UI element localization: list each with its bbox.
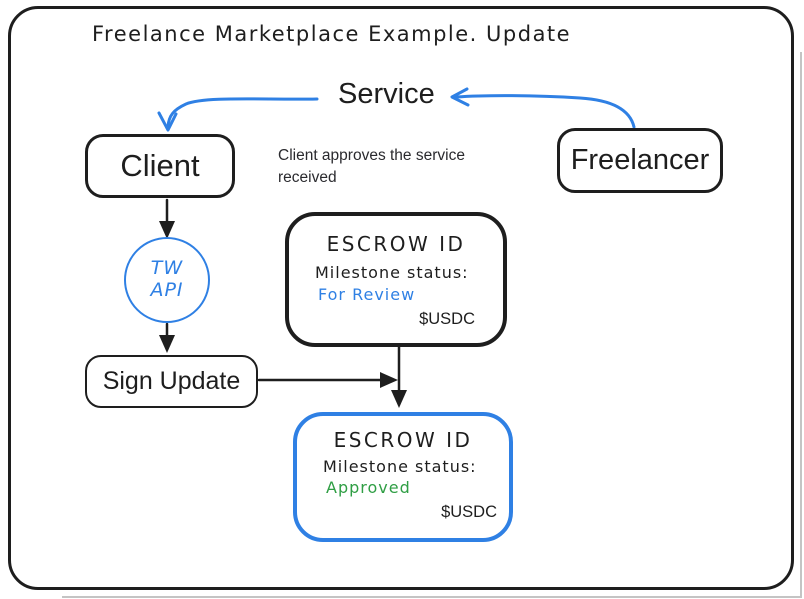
escrow-review-title: ESCROW ID: [326, 232, 466, 256]
tw-api-node[interactable]: TW API: [124, 237, 210, 323]
escrow-approved-status-label: Milestone status:: [323, 457, 477, 476]
escrow-approved-currency: $USDC: [441, 503, 497, 521]
tw-api-label-line2: API: [150, 279, 184, 301]
escrow-approved-status-value: Approved: [326, 478, 411, 497]
escrow-review-status-value: For Review: [318, 285, 416, 304]
canvas-edge-right: [800, 52, 802, 597]
outer-frame-shape[interactable]: [8, 6, 794, 590]
freelancer-node-label: Freelancer: [570, 144, 710, 176]
approval-note[interactable]: Client approves the service received: [278, 147, 465, 187]
sign-update-node[interactable]: Sign Update: [85, 355, 258, 408]
client-node-label: Client: [120, 148, 200, 183]
escrow-node-approved[interactable]: ESCROW ID Milestone status: Approved $US…: [293, 412, 513, 542]
escrow-node-for-review[interactable]: ESCROW ID Milestone status: For Review $…: [285, 212, 507, 347]
escrow-approved-title: ESCROW ID: [333, 428, 473, 452]
tw-api-label-line1: TW: [150, 257, 184, 280]
escrow-review-currency: $USDC: [419, 310, 475, 328]
service-label[interactable]: Service: [338, 78, 435, 110]
diagram-title[interactable]: Freelance Marketplace Example. Update: [92, 22, 572, 46]
freelancer-node[interactable]: Freelancer: [557, 128, 723, 193]
escrow-review-status-label: Milestone status:: [315, 263, 469, 282]
canvas-edge-bottom: [62, 596, 802, 598]
sign-update-node-label: Sign Update: [102, 367, 241, 395]
client-node[interactable]: Client: [85, 134, 235, 198]
